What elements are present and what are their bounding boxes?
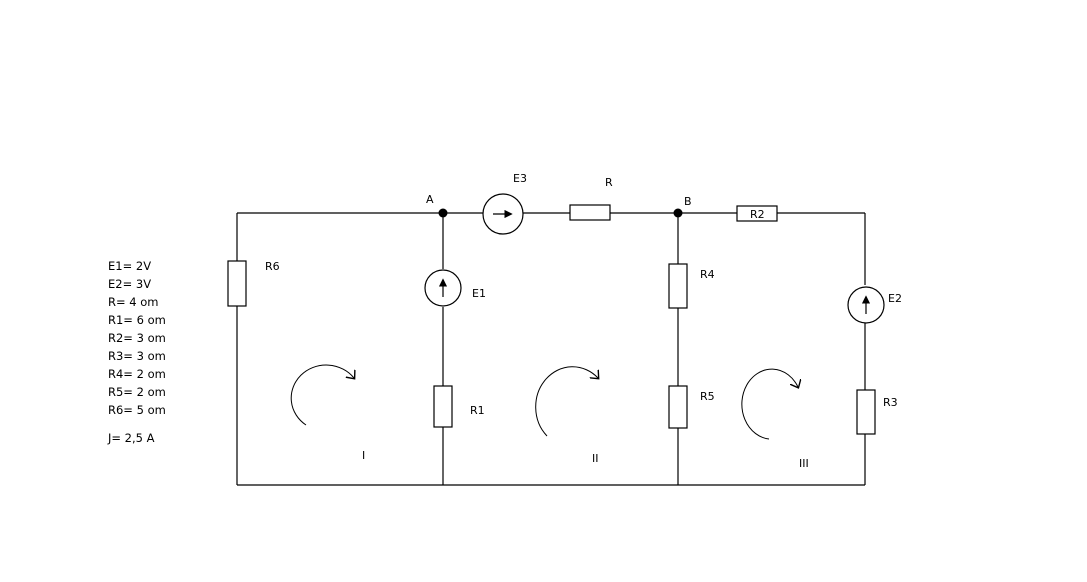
param-r: R= 4 om <box>108 295 159 309</box>
resistor-r6 <box>227 260 247 307</box>
label-r3: R3 <box>883 396 898 409</box>
resistor-r <box>569 204 611 221</box>
source-e3 <box>482 193 524 235</box>
resistor-r1 <box>433 385 453 428</box>
label-r6: R6 <box>265 260 280 273</box>
label-e1: E1 <box>472 287 486 300</box>
resistor-r2 <box>736 205 778 222</box>
loop-iii-arrow-icon <box>741 368 798 440</box>
source-e1 <box>424 269 462 307</box>
loop-i-arrow-icon <box>290 364 354 426</box>
param-r3: R3= 3 om <box>108 349 166 363</box>
label-loop-i: I <box>362 449 365 462</box>
node-a-label: A <box>426 193 434 206</box>
param-j: J= 2,5 A <box>108 431 155 445</box>
label-r: R <box>605 176 613 189</box>
resistor-r3 <box>856 389 876 435</box>
param-r6: R6= 5 om <box>108 403 166 417</box>
resistor-r4 <box>668 263 688 309</box>
param-r5: R5= 2 om <box>108 385 166 399</box>
param-r1: R1= 6 om <box>108 313 166 327</box>
wires <box>236 212 866 486</box>
label-e3: E3 <box>513 172 527 185</box>
label-loop-ii: II <box>592 452 599 465</box>
label-r4: R4 <box>700 268 715 281</box>
label-r2: R2 <box>750 208 765 221</box>
node-b-label: B <box>684 195 692 208</box>
param-e2: E2= 3V <box>108 277 152 291</box>
node-b-dot <box>673 208 683 218</box>
parameter-list: E1= 2V E2= 3V R= 4 om R1= 6 om R2= 3 om … <box>108 257 166 447</box>
loop-ii-arrow-icon <box>535 366 598 437</box>
node-a-dot <box>438 208 448 218</box>
source-e2 <box>847 286 885 324</box>
label-r5: R5 <box>700 390 715 403</box>
param-r2: R2= 3 om <box>108 331 166 345</box>
resistor-r5 <box>668 385 688 429</box>
param-r4: R4= 2 om <box>108 367 166 381</box>
label-loop-iii: III <box>799 457 809 470</box>
param-e1: E1= 2V <box>108 259 152 273</box>
label-e2: E2 <box>888 292 902 305</box>
label-r1: R1 <box>470 404 485 417</box>
